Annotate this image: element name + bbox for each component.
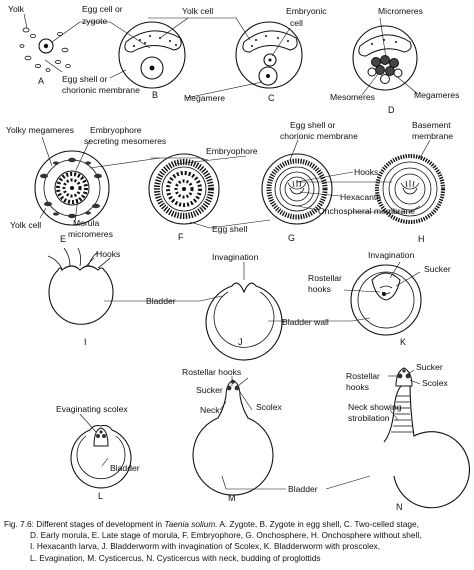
panel-letter-j: J [238,337,243,347]
panel-letter-a: A [38,76,44,86]
stage-h-onchosphere-without-shell [375,154,445,224]
panel-letter-c: C [268,93,275,103]
caption-line-1: Fig. 7.6: Different stages of developmen… [4,519,472,530]
label-invagination-j: Invagination [212,252,259,262]
label-bladder-wall: Bladder wall [282,317,329,327]
label-embryophore-secreting-1: Embryophore [90,125,142,135]
label-micromeres: Micromeres [378,6,423,16]
panel-letter-m: M [228,493,236,503]
label-invagination-k: Invagination [368,250,415,260]
figure-caption: Fig. 7.6: Different stages of developmen… [4,519,472,564]
stage-a-zygote [19,27,71,72]
caption-species-name: Taenia solium. [164,519,218,529]
label-sucker-m: Sucker [196,385,223,395]
label-rostellar-hooks-k-2: hooks [308,284,331,294]
label-egg-shell-or-chorionic-1: Egg shell or [290,120,336,130]
label-bladder-i: Bladder [146,296,176,306]
panel-letter-l: L [98,491,103,501]
stage-e-late-morula [34,150,110,226]
label-morula-1: Morula [73,218,99,228]
panel-letter-e: E [60,234,66,244]
figure-drawing: Yolk Egg cell or zygote Yolk cell Embryo… [6,4,470,512]
label-hooks-row3: Hooks [96,249,120,259]
stage-f-embryophore [148,153,220,225]
label-yolk-cell-top: Yolk cell [182,6,213,16]
label-scolex-n: Scolex [422,378,448,388]
label-yolk-cell-bottom: Yolk cell [10,220,41,230]
stage-l-evagination [70,424,132,489]
panel-letter-f: F [178,232,184,242]
label-morula-2: micromeres [68,229,113,239]
label-evaginating-scolex: Evaginating scolex [56,404,128,414]
label-basement-membrane-1: Basement [412,120,451,130]
label-scolex-m: Scolex [256,402,282,412]
panel-letter-h: H [418,234,425,244]
label-basement-membrane-2: membrane [412,131,453,141]
label-egg-cell-zygote-2: zygote [82,16,108,26]
stage-n-cysticercus-with-neck [383,367,470,509]
row1-leader-lines [23,13,419,99]
label-sucker-n: Sucker [416,362,443,372]
label-bladder-l: Bladder [110,463,140,473]
label-egg-cell-zygote-1: Egg cell or [82,4,123,14]
label-rostellar-hooks-n-2: hooks [346,382,369,392]
label-embryophore: Embryophore [206,146,258,156]
label-rostellar-hooks-n-1: Rostellar [346,371,380,381]
label-hexacanth: Hexacanth [340,192,381,202]
label-embryonic-cell-2: cell [290,18,303,28]
label-sucker-k: Sucker [424,264,451,274]
panel-letter-k: K [400,337,406,347]
label-megamere: Megamere [184,93,225,103]
stage-m-cysticercus [192,379,274,496]
label-yolk: Yolk [8,4,25,14]
row3-leader-lines [85,257,421,322]
stage-c-two-celled [235,21,303,89]
caption-line-3: I. Hexacanth larva, J. Bladderworm with … [30,541,381,552]
caption-line-1-text-a: Fig. 7.6: Different stages of developmen… [4,519,165,529]
label-embryophore-secreting-2: secreting mesomeres [84,136,166,146]
label-neck-showing-2: strobilation [348,413,390,423]
panel-letter-n: N [396,502,403,512]
label-hooks-row2: Hooks [354,167,378,177]
caption-line-1-text-b: A. Zygote, B. Zygote in egg shell, C. Tw… [217,519,419,529]
label-megameres: Megameres [414,90,459,100]
stage-k-bladderworm-proscolex [350,264,422,336]
label-mesomeres: Mesomeres [330,92,375,102]
label-neck-showing-1: Neck showing [348,402,402,412]
label-neck: Neck [200,405,220,415]
label-rostellar-hooks-k-1: Rostellar [308,273,342,283]
label-egg-shell-chorionic-1: Egg shell or [62,74,108,84]
panel-letter-g: G [288,233,295,243]
label-embryonic-cell-1: Embryonic [286,6,327,16]
row2-leader-lines [39,136,431,229]
label-rostellar-hooks-m: Rostellar hooks [182,367,241,377]
row4-leader-lines [79,369,421,490]
label-bladder-mn: Bladder [288,484,318,494]
label-egg-shell-chorionic-2: chorionic membrane [62,85,140,95]
label-egg-shell-or-chorionic-2: chorionic membrane [280,131,358,141]
stage-g-onchosphere [261,153,333,225]
panel-letter-d: D [388,105,395,115]
caption-line-4: L. Evagination, M. Cysticercus, N. Cysti… [30,552,321,563]
panel-letter-i: I [84,337,87,347]
caption-line-2: D. Early morula, E. Late stage of morula… [30,530,422,541]
label-onchospheral-membrane: Onchospheral membrane [318,206,415,216]
stage-b-zygote-in-shell [118,21,186,89]
label-yolky-megameres: Yolky megameres [6,125,74,135]
panel-letter-b: B [152,90,158,100]
stage-d-early-morula [352,25,418,91]
stage-i-hexacanth-larva [47,247,114,325]
stage-j-bladderworm-invagination [205,282,283,361]
label-egg-shell: Egg shell [212,224,247,234]
